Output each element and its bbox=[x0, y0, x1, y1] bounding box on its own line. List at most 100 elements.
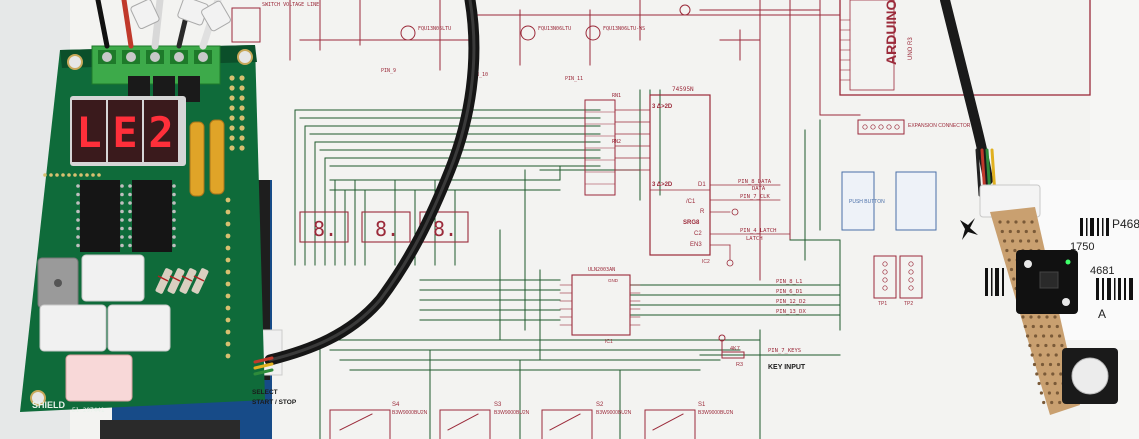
schematic-ic1: ULN2003AN GND IC1 bbox=[559, 267, 641, 345]
schematic-net-labels: PIN_8_DATA DATA PIN_7_CLK PIN_4_LATCH LA… bbox=[738, 179, 806, 354]
barcode-letter: A bbox=[1098, 307, 1106, 321]
pin-hole bbox=[1011, 239, 1015, 243]
pin-hole bbox=[73, 173, 77, 177]
net-data-label: PIN_8_DATA bbox=[738, 179, 772, 185]
shift-pin-3d-top: 3 Δ>2D bbox=[652, 104, 673, 110]
pin-hole bbox=[1040, 362, 1045, 367]
pin-hole bbox=[1058, 400, 1062, 405]
pin-hole bbox=[76, 209, 80, 214]
resistor-ref: R3 bbox=[736, 362, 743, 368]
schematic-drawing: FQU13N06LTU FQU13N06LTU FQU13N06LTU-WS S… bbox=[231, 0, 1091, 439]
push-button-label: PUSH BUTTON bbox=[849, 199, 885, 205]
pin-hole bbox=[91, 173, 95, 177]
svg-text:FQU13N06LTU: FQU13N06LTU bbox=[418, 26, 451, 32]
pin-hole bbox=[1042, 400, 1046, 405]
shield-button-3[interactable] bbox=[107, 304, 171, 352]
start-stop-label: START / STOP bbox=[252, 399, 297, 406]
net-keys-label: PIN_7_KEYS bbox=[768, 348, 801, 354]
pin-hole bbox=[1013, 248, 1017, 253]
pin-hole bbox=[1037, 315, 1041, 319]
pin-hole bbox=[225, 317, 231, 323]
schematic-switch-s3: S3 B3W9000BU2N bbox=[439, 402, 530, 439]
arduino-model: UNO R3 bbox=[908, 37, 914, 60]
arduino-bottom-edge bbox=[100, 420, 240, 439]
shield-button-2[interactable] bbox=[39, 304, 107, 352]
pin-hole bbox=[1030, 220, 1034, 224]
pin-hole bbox=[1016, 229, 1020, 234]
pin-hole bbox=[128, 226, 132, 231]
pin-hole bbox=[1054, 353, 1058, 357]
pin-hole bbox=[120, 184, 124, 188]
pin-hole bbox=[67, 173, 71, 177]
pin-hole bbox=[225, 281, 231, 287]
select-label: SELECT bbox=[252, 389, 278, 396]
pin-hole bbox=[85, 173, 89, 177]
pin-hole bbox=[1024, 229, 1028, 234]
schematic-display-1: 8. bbox=[299, 211, 349, 243]
pin-label-9: PIN_9 bbox=[381, 68, 396, 74]
pin-hole bbox=[1043, 372, 1047, 376]
ic-chip-2 bbox=[132, 180, 172, 252]
pin-hole bbox=[229, 145, 235, 151]
pin-hole bbox=[1053, 315, 1057, 319]
schematic-digit-3: 8. bbox=[433, 217, 457, 241]
buzzer-hole bbox=[54, 279, 62, 287]
transistor-q3 bbox=[178, 76, 200, 102]
pin-hole bbox=[225, 353, 231, 359]
pin-hole bbox=[239, 105, 245, 111]
pin-label-d2: PIN_12_D2 bbox=[776, 299, 806, 305]
protoboard-module bbox=[940, 0, 1118, 415]
ic1-ref: ULN2003AN bbox=[588, 267, 615, 273]
shield-button-1[interactable] bbox=[81, 254, 145, 302]
pin-hole bbox=[1053, 381, 1057, 386]
led-digit-3-window bbox=[144, 100, 178, 162]
shift-register-ref: 74595N bbox=[672, 86, 694, 93]
pin-hole bbox=[225, 341, 231, 347]
pin-hole bbox=[120, 209, 124, 214]
pin-hole bbox=[1019, 239, 1023, 243]
barcode-bars-1 bbox=[1080, 218, 1109, 236]
pin-hole bbox=[229, 85, 235, 91]
pin-hole bbox=[1055, 324, 1059, 329]
pin-hole bbox=[229, 75, 235, 81]
shift-pin-en3: EN3 bbox=[690, 242, 702, 248]
pin-hole bbox=[239, 135, 245, 141]
schematic-test-points: TP1 TP2 bbox=[873, 255, 923, 307]
pin-hole bbox=[1039, 324, 1043, 329]
pin-hole bbox=[1046, 353, 1050, 357]
pin-hole bbox=[225, 269, 231, 275]
schematic-displays: 8. 8. 8. bbox=[299, 211, 469, 243]
pin-hole bbox=[1014, 220, 1018, 224]
pin-hole bbox=[1012, 277, 1016, 281]
pin-hole bbox=[76, 243, 80, 248]
capacitor-2 bbox=[209, 119, 225, 195]
tactile-switch-cap[interactable] bbox=[1071, 357, 1109, 395]
ic-chip-1 bbox=[80, 180, 120, 252]
pin-hole bbox=[1051, 372, 1055, 376]
barcode-num2: 4681 bbox=[1090, 265, 1114, 277]
pin-hole bbox=[76, 218, 80, 222]
pin-hole bbox=[1048, 362, 1053, 367]
shield-serial: E1 297441 bbox=[72, 407, 105, 414]
pin-hole bbox=[128, 235, 132, 239]
pin-hole bbox=[239, 145, 245, 151]
terminal-wires bbox=[95, 0, 231, 50]
switch-s3-ref: S3 bbox=[494, 402, 502, 408]
tp1-label: TP1 bbox=[878, 301, 887, 307]
pin-hole bbox=[1047, 324, 1051, 329]
pin-hole bbox=[1044, 343, 1048, 348]
led-digit-3: 2 bbox=[148, 108, 173, 157]
pin-hole bbox=[229, 115, 235, 121]
pin-hole bbox=[229, 105, 235, 111]
schematic-switch-s1: S1 B3W9000BU2N bbox=[644, 402, 734, 439]
pin-hole bbox=[128, 218, 132, 222]
pin-hole bbox=[1047, 391, 1051, 395]
pin-hole bbox=[1035, 372, 1039, 376]
pin-hole bbox=[120, 201, 124, 205]
shield-transistors bbox=[128, 76, 200, 102]
shift-pin-3d-bottom: 3 Δ>2D bbox=[652, 182, 673, 188]
barcode-num1: 1750 bbox=[1070, 241, 1094, 253]
shield-button-4[interactable] bbox=[65, 354, 133, 402]
pin-hole bbox=[1050, 334, 1054, 338]
pin-hole bbox=[1021, 315, 1025, 319]
